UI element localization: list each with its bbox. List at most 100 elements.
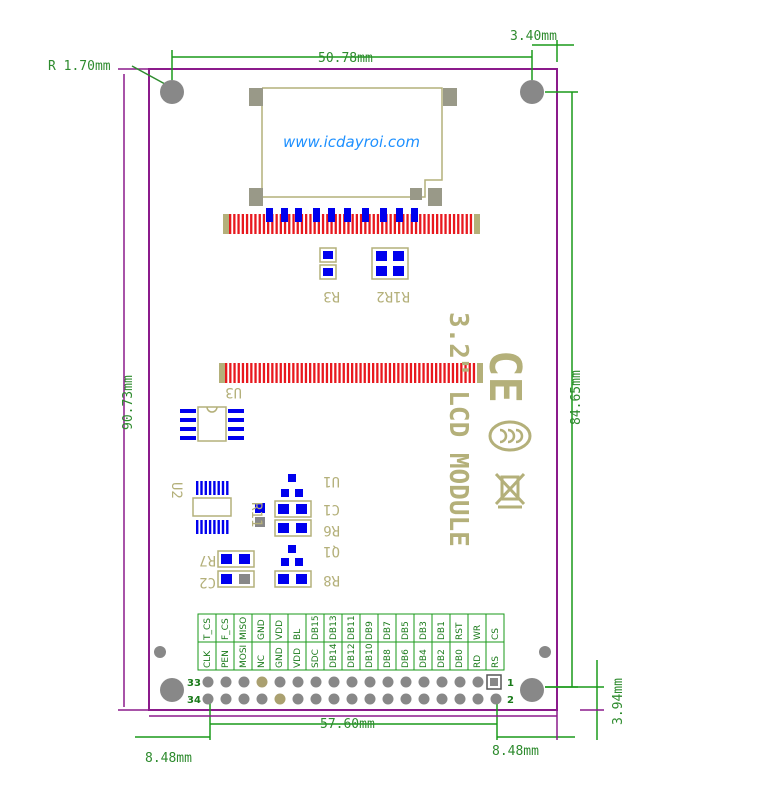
- header-bottom-label: DB2: [437, 649, 447, 668]
- header-top-label: DB13: [329, 615, 339, 640]
- silk-c2: C2: [199, 574, 216, 590]
- header-bottom-label: DB0: [455, 649, 465, 668]
- header-pin: [310, 693, 322, 705]
- dim-bottom-left-offset: 8.48mm: [145, 751, 192, 766]
- mounting-hole-bottom-left: [160, 678, 184, 702]
- website-label: www.icdayroi.com: [283, 133, 420, 151]
- header-pin: [274, 693, 286, 705]
- header-pin: [472, 676, 484, 688]
- sd-card-footprint: [249, 87, 457, 206]
- header-bottom-label: DB8: [383, 649, 393, 668]
- r7-c2-pads: [217, 550, 255, 588]
- module-title: 3.2" LCD MODULE: [443, 312, 473, 547]
- lower-connector: [219, 363, 483, 383]
- dimension-lines: [135, 40, 604, 740]
- mounting-hole-bottom-right: [520, 678, 544, 702]
- r1r2-pads: [371, 247, 409, 280]
- header-pin: [328, 676, 340, 688]
- silk-r8: R8: [323, 572, 340, 588]
- header-top-label: DB11: [347, 615, 357, 640]
- dim-top-right-offset: 3.40mm: [510, 29, 557, 44]
- header-top-label: BL: [293, 629, 303, 640]
- dim-bottom-width: 57.60mm: [320, 717, 375, 732]
- header-top-label: DB15: [311, 615, 321, 640]
- u3-chip: [180, 406, 244, 442]
- dim-bottom-edge-offset: 3.94mm: [611, 678, 626, 725]
- silk-u1: U1: [323, 473, 340, 489]
- header-bottom-label: DB12: [347, 643, 357, 668]
- silk-q1: Q1: [323, 543, 340, 559]
- header-top-label: RST: [455, 622, 465, 640]
- header-pin: [400, 676, 412, 688]
- header-pin: [328, 693, 340, 705]
- header-top-label: GND: [257, 619, 267, 640]
- pin-2-label: 2: [507, 695, 514, 706]
- header-bottom-label: DB4: [419, 649, 429, 668]
- header-pin: [472, 693, 484, 705]
- header-pin: [364, 693, 376, 705]
- r3-pads: [319, 247, 337, 280]
- header-pin: [454, 693, 466, 705]
- header-pin: [238, 693, 250, 705]
- mounting-hole-top-left: [160, 80, 184, 104]
- pin-33-label: 33: [187, 678, 201, 689]
- header-bottom-label: SDC: [311, 649, 321, 668]
- header-pin: [364, 676, 376, 688]
- u2-chip: [192, 481, 232, 534]
- header-pin: [220, 693, 232, 705]
- header-top-label: DB1: [437, 621, 447, 640]
- header-bottom-label: MOSI: [239, 645, 249, 668]
- header-pin: [238, 676, 250, 688]
- header-pin: [256, 676, 268, 688]
- header-bottom-label: RD: [473, 655, 483, 668]
- header-label-table: T_CSCLKF_CSPENMISOMOSIGNDNCVDDGNDBLVDDDB…: [197, 613, 505, 671]
- header-pin: [382, 693, 394, 705]
- header-bottom-label: GND: [275, 647, 285, 668]
- header-pin: [346, 693, 358, 705]
- ce-mark: CE: [479, 350, 530, 403]
- dim-bottom-right-offset: 8.48mm: [492, 744, 539, 759]
- header-bottom-label: NC: [257, 655, 267, 668]
- silk-r1r2: R1R2: [376, 288, 410, 304]
- header-top-label: DB3: [419, 621, 429, 640]
- pin-1-label: 1: [507, 678, 514, 689]
- header-bottom-label: DB6: [401, 649, 411, 668]
- header-pin: [202, 676, 214, 688]
- header-bottom-label: CLK: [203, 650, 213, 668]
- header-pin: [274, 676, 286, 688]
- weee-bin-icon: [494, 472, 526, 509]
- header-pin: [436, 693, 448, 705]
- header-pin: [418, 693, 430, 705]
- silk-r6: R6: [323, 522, 340, 538]
- pin-34-label: 34: [187, 695, 201, 706]
- header-pin: [346, 676, 358, 688]
- header-pin: [490, 693, 502, 705]
- header-top-label: DB9: [365, 621, 375, 640]
- dim-hole-radius: R 1.70mm: [48, 59, 111, 74]
- dim-right-height: 84.65mm: [569, 370, 584, 425]
- small-hole-left: [154, 646, 166, 658]
- mounting-hole-top-right: [520, 80, 544, 104]
- header-pin: [202, 693, 214, 705]
- header-pin: [292, 693, 304, 705]
- header-pin: [256, 693, 268, 705]
- header-pin: [418, 676, 430, 688]
- silk-u2: U2: [168, 482, 184, 499]
- header-top-label: F_CS: [221, 618, 231, 640]
- header-bottom-label: RS: [491, 656, 501, 668]
- header-pin: [292, 676, 304, 688]
- silk-r7: R7: [199, 552, 216, 568]
- header-pin: [454, 676, 466, 688]
- certification-marks: CE: [479, 350, 532, 509]
- header-bottom-label: DB14: [329, 643, 339, 668]
- pcb-outline: [148, 68, 558, 711]
- header-pin: [436, 676, 448, 688]
- header-top-label: DB5: [401, 621, 411, 640]
- header-top-label: DB7: [383, 621, 393, 640]
- header-pin: [310, 676, 322, 688]
- header-top-label: T_CS: [203, 618, 213, 641]
- header-pin: [220, 676, 232, 688]
- header-top-label: CS: [491, 628, 501, 640]
- header-top-label: VDD: [275, 620, 285, 640]
